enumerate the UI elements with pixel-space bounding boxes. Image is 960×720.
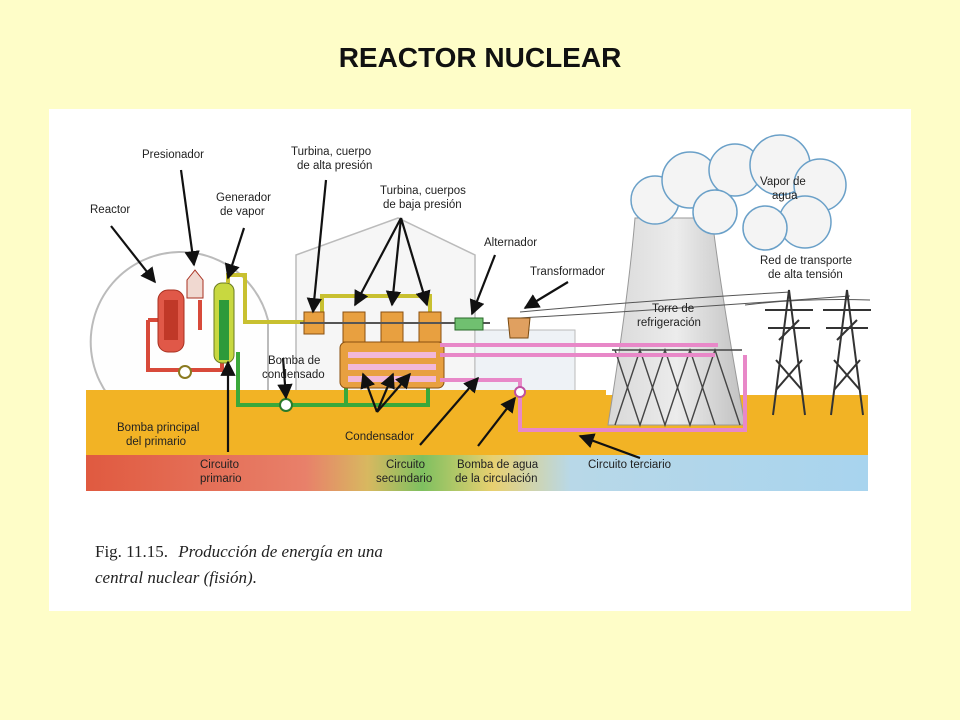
label-bomba-principal-2: del primario [126, 436, 186, 448]
tower-lattice [612, 347, 742, 428]
circulation-pump [514, 386, 526, 398]
tertiary-circuit [440, 343, 747, 432]
label-condensador: Condensador [345, 431, 414, 443]
reactor-vessel [157, 289, 185, 353]
ground-band [86, 395, 868, 455]
label-circuito-secundario-1: Circuito [386, 459, 425, 471]
label-turbina-baja-2: de baja presión [383, 199, 462, 211]
label-circuito-primario-2: primario [200, 473, 242, 485]
label-presionador: Presionador [142, 149, 204, 161]
caption-number: Fig. 11.15. [95, 542, 168, 561]
label-turbina-baja-1: Turbina, cuerpos [380, 185, 466, 197]
label-circuito-secundario-2: secundario [376, 473, 432, 485]
label-generador-2: de vapor [220, 206, 265, 218]
caption-line2: central nuclear (fisión). [95, 568, 257, 587]
label-bomba-agua-2: de la circulación [455, 473, 537, 485]
circuit-color-band [86, 455, 868, 491]
turbine-low [342, 311, 442, 343]
label-vapor-2: agua [772, 190, 798, 202]
label-circuito-primario-1: Circuito [200, 459, 239, 471]
label-alternador: Alternador [484, 237, 537, 249]
label-generador-1: Generador [216, 192, 271, 204]
label-turbina-alta-1: Turbina, cuerpo [291, 146, 371, 158]
label-bomba-cond-1: Bomba de [268, 355, 320, 367]
transformer [507, 317, 531, 339]
label-reactor: Reactor [90, 204, 130, 216]
label-red-1: Red de transporte [760, 255, 852, 267]
label-turbina-alta-2: de alta presión [297, 160, 372, 172]
steam-cloud [630, 134, 847, 251]
steam-generator [213, 282, 235, 364]
power-lines [519, 291, 871, 319]
label-bomba-agua-1: Bomba de agua [457, 459, 539, 471]
label-torre-2: refrigeración [637, 317, 701, 329]
alternator [454, 317, 484, 331]
condenser [339, 341, 445, 389]
pylons [765, 289, 871, 416]
label-bomba-principal-1: Bomba principal [117, 422, 199, 434]
label-circuito-terciario: Circuito terciario [588, 459, 671, 471]
caption-text1: Producción de energía en una [177, 542, 383, 561]
label-vapor-1: Vapor de [760, 176, 806, 188]
label-bomba-cond-2: condensado [262, 369, 325, 381]
label-red-2: de alta tensión [768, 269, 843, 281]
caption-line1: Fig. 11.15. Producción de energía en una [95, 542, 383, 561]
annex-building [474, 329, 576, 396]
condensate-pump [279, 398, 293, 412]
label-torre-1: Torre de [652, 303, 694, 315]
label-arrows [110, 169, 641, 460]
label-transformador: Transformador [530, 266, 605, 278]
primary-pump [178, 365, 192, 379]
slide-title: REACTOR NUCLEAR [338, 42, 622, 73]
pressurizer [186, 269, 204, 299]
